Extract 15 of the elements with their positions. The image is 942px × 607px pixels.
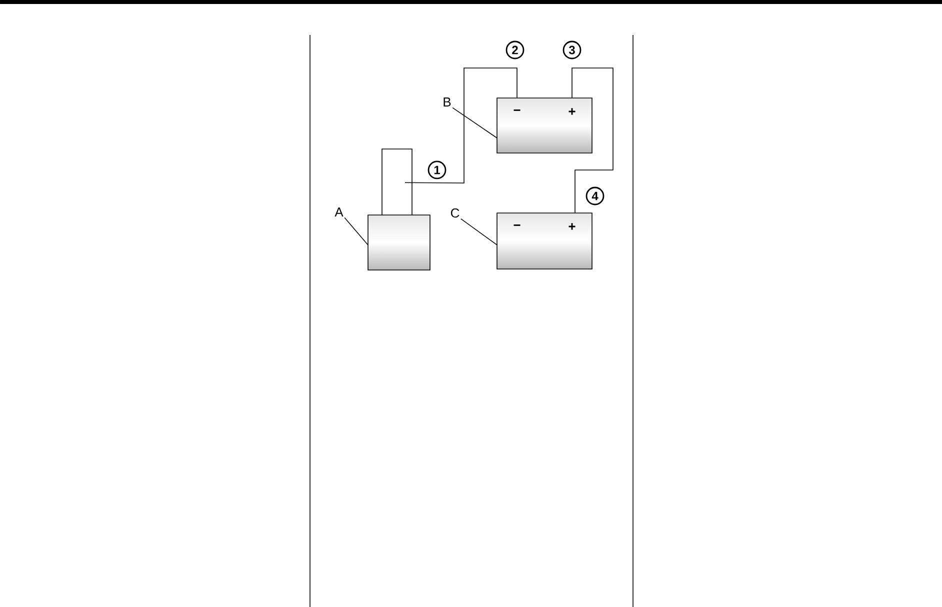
box-drawing xyxy=(368,148,430,270)
callout-number: 4 xyxy=(586,186,604,206)
leader-line xyxy=(452,107,498,138)
part-letter: B xyxy=(444,98,451,106)
leader-line xyxy=(344,217,368,246)
callout-number: 2 xyxy=(506,40,524,60)
battery: − + xyxy=(496,98,592,154)
cable xyxy=(404,68,518,184)
part-letter: A xyxy=(334,208,344,216)
part-letter: C xyxy=(450,208,460,218)
callout-number: 1 xyxy=(428,160,446,180)
battery: − + xyxy=(496,212,592,270)
callout-number: 3 xyxy=(562,40,582,60)
leader-line xyxy=(460,218,498,246)
cable xyxy=(572,68,614,213)
